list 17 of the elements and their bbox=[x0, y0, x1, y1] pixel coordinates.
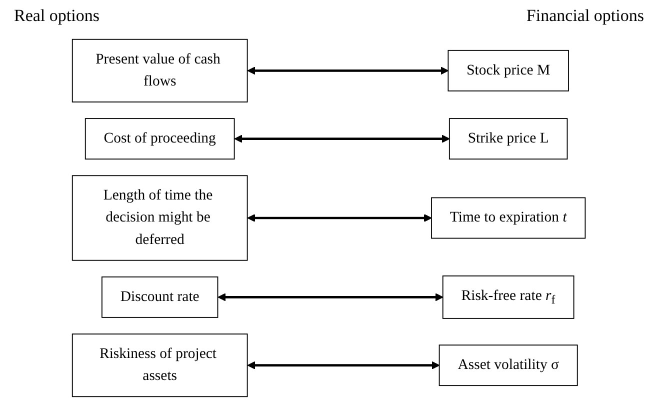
double-arrow bbox=[218, 293, 444, 302]
concept-box: Strike price L bbox=[449, 118, 568, 160]
concept-box: Cost of proceeding bbox=[85, 118, 235, 160]
double-arrow bbox=[248, 214, 432, 222]
double-arrow bbox=[234, 134, 450, 143]
concept-box: Length of time the decision might be deferred bbox=[72, 175, 248, 261]
column-heading: Financial options bbox=[526, 6, 644, 27]
concept-box: Discount rate bbox=[102, 276, 218, 318]
concept-box: Stock price M bbox=[448, 50, 570, 92]
concept-box: Risk-free rate r$_{f}$ bbox=[442, 275, 574, 319]
concept-box: Asset volatility σ bbox=[439, 344, 578, 386]
column-heading: Real options bbox=[14, 6, 100, 27]
concept-box: Time to expiration t bbox=[431, 197, 586, 239]
double-arrow bbox=[248, 361, 440, 370]
double-arrow bbox=[248, 66, 449, 75]
concept-box: Present value of cash flows bbox=[72, 38, 248, 102]
concept-box: Riskiness of project assets bbox=[72, 334, 248, 398]
